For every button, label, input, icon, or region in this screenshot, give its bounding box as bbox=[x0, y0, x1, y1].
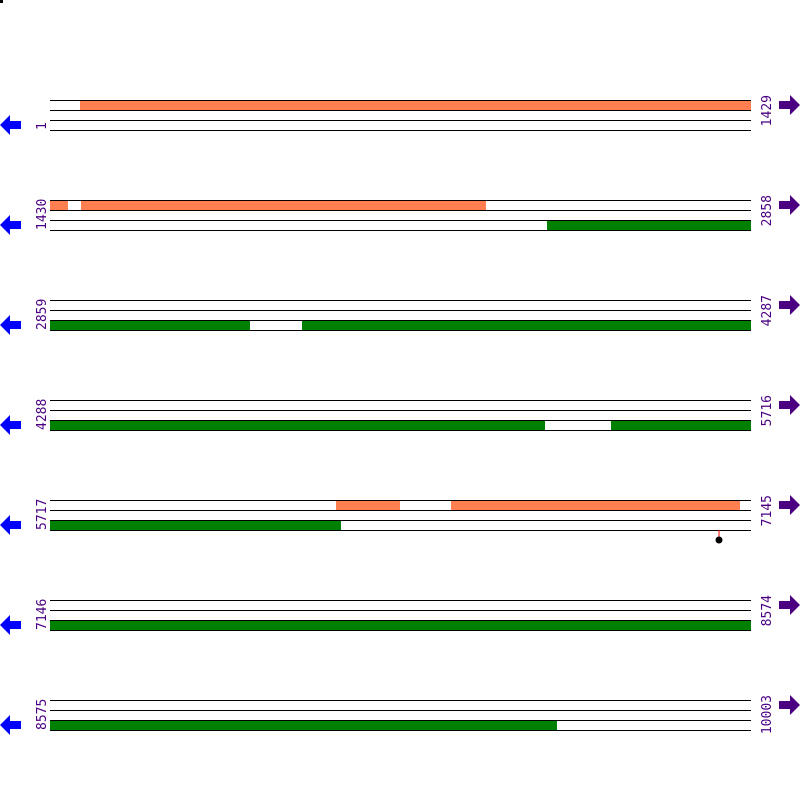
row-end-label: 7145 bbox=[760, 495, 775, 526]
left-arrow-icon[interactable] bbox=[0, 315, 21, 335]
row-start-label: 1430 bbox=[35, 199, 50, 230]
reverse-feature-bar[interactable] bbox=[611, 420, 751, 430]
reverse-feature-bar[interactable] bbox=[50, 720, 557, 730]
reverse-feature-bar[interactable] bbox=[50, 420, 545, 430]
reverse-feature-bar[interactable] bbox=[50, 520, 341, 530]
left-arrow-icon[interactable] bbox=[0, 615, 21, 635]
map-row: 2859 4287 bbox=[0, 295, 800, 335]
right-arrow-icon[interactable] bbox=[779, 295, 800, 315]
map-row: 1 1429 bbox=[0, 95, 800, 135]
right-arrow-icon[interactable] bbox=[779, 595, 800, 615]
row-start-label: 2859 bbox=[35, 299, 50, 330]
row-start-label: 4288 bbox=[35, 399, 50, 430]
right-arrow-icon[interactable] bbox=[779, 395, 800, 415]
right-arrow-icon[interactable] bbox=[779, 95, 800, 115]
row-start-label: 8575 bbox=[35, 699, 50, 730]
left-arrow-icon[interactable] bbox=[0, 415, 21, 435]
marker-head[interactable] bbox=[715, 536, 723, 544]
left-arrow-icon[interactable] bbox=[0, 515, 21, 535]
corner-dot bbox=[0, 0, 3, 3]
left-arrow-icon[interactable] bbox=[0, 215, 21, 235]
row-end-label: 5716 bbox=[760, 395, 775, 426]
left-arrow-icon[interactable] bbox=[0, 115, 21, 135]
map-row: 7146 8574 bbox=[0, 595, 800, 635]
right-arrow-icon[interactable] bbox=[779, 695, 800, 715]
map-row: 5717 7145 bbox=[0, 495, 800, 544]
forward-feature-bar[interactable] bbox=[451, 500, 740, 510]
row-end-label: 2858 bbox=[760, 195, 775, 226]
row-end-label: 10003 bbox=[760, 695, 775, 734]
row-start-label: 7146 bbox=[35, 599, 50, 630]
row-end-label: 4287 bbox=[760, 295, 775, 326]
row-end-label: 1429 bbox=[760, 95, 775, 126]
forward-feature-bar[interactable] bbox=[336, 500, 400, 510]
row-end-label: 8574 bbox=[760, 595, 775, 626]
reverse-feature-bar[interactable] bbox=[302, 320, 751, 330]
left-arrow-icon[interactable] bbox=[0, 715, 21, 735]
reverse-feature-bar[interactable] bbox=[50, 620, 751, 630]
right-arrow-icon[interactable] bbox=[779, 195, 800, 215]
row-start-label: 1 bbox=[35, 122, 50, 130]
row-start-label: 5717 bbox=[35, 499, 50, 530]
reverse-feature-bar[interactable] bbox=[547, 220, 751, 230]
forward-feature-bar[interactable] bbox=[50, 200, 68, 210]
map-row: 1430 2858 bbox=[0, 195, 800, 235]
map-row: 8575 10003 bbox=[0, 695, 800, 735]
right-arrow-icon[interactable] bbox=[779, 495, 800, 515]
map-row: 4288 5716 bbox=[0, 395, 800, 435]
reverse-feature-bar[interactable] bbox=[50, 320, 250, 330]
forward-feature-bar[interactable] bbox=[80, 100, 751, 110]
forward-feature-bar[interactable] bbox=[81, 200, 486, 210]
